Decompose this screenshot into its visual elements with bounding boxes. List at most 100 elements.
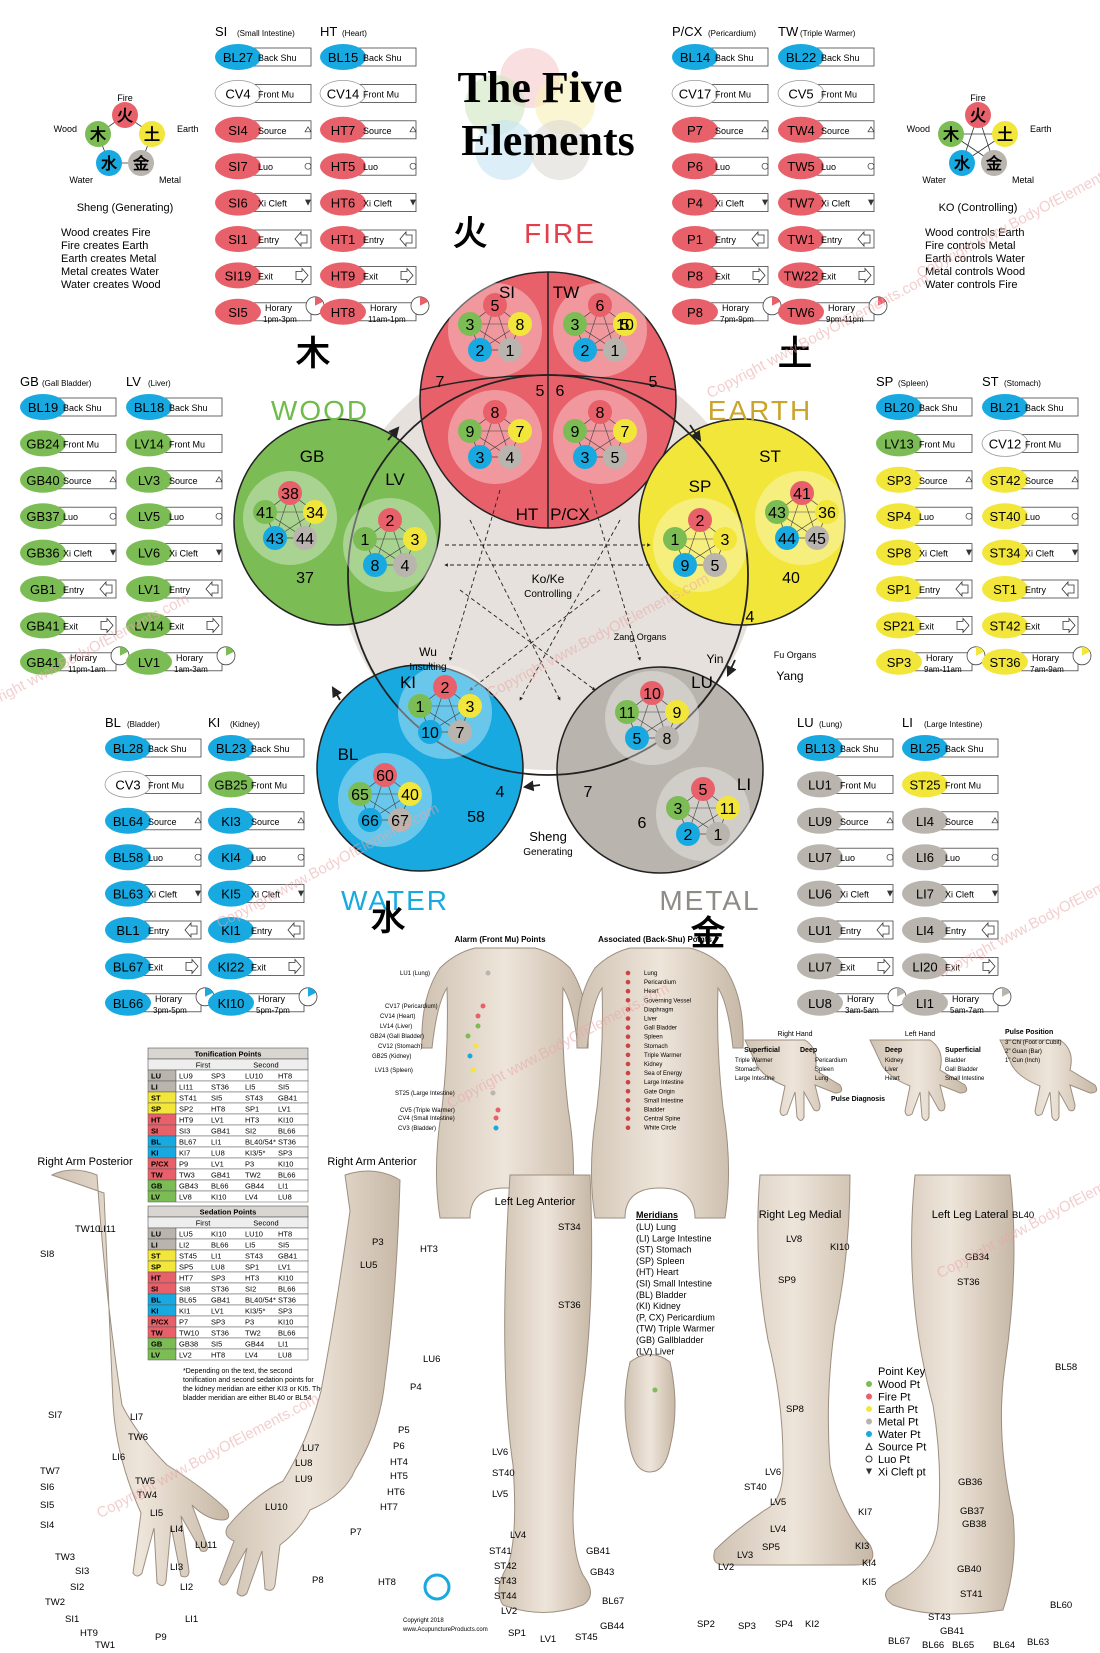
point-badge [208,844,254,871]
shu-point-dot [625,1107,631,1112]
point-code: LV3 [138,473,160,488]
point-badge [126,503,172,530]
table-cell-text: GB41 [278,1252,297,1261]
table-cell-text: ST45 [179,1252,197,1261]
element-name-water: WATER [341,885,449,916]
limb-point-label: P8 [312,1575,324,1586]
table-cell-text: ST41 [179,1094,197,1103]
pentagon-point-dot [765,500,789,524]
point-kind: Xi Cleft [148,890,178,900]
table-row-cell [175,1190,309,1203]
shu-label: Pericardium [644,980,676,986]
point-badge [126,430,172,457]
pentagon-point-number: 36 [818,505,836,522]
limb-point-label: GB41 [940,1626,964,1637]
pentagon-point-dot [588,293,612,317]
table-cell-text: GB44 [245,1340,264,1349]
pentagon-point-dot [588,400,612,424]
point-key-item: Wood Pt [878,1379,920,1391]
shu-point-dot [625,1043,631,1049]
point-kind: Xi Cleft [919,549,949,559]
center-label-sheng2: Generating [523,847,572,858]
element-glyph-wood: 木 [942,125,960,144]
element-circle-wood [233,418,441,626]
point-kind: Front Mu [1025,439,1061,449]
table-cell-text: HT [151,1116,161,1125]
table-cell-text: KI10 [278,1116,293,1125]
table-cell-text: GB43 [179,1182,198,1191]
table-cell-text: LU8 [278,1193,292,1202]
point-code: SP3 [887,655,912,670]
pentagon-point-dot [666,796,690,820]
table-head-bar [147,1058,309,1071]
point-code: SP8 [887,546,912,561]
alarm-label: ST25 (Large Intestine) [395,1091,455,1097]
table-cell-text: HT8 [278,1072,292,1081]
table-cell-text: P/CX [151,1160,169,1169]
meridian-circle-label: ST [759,447,781,466]
point-badge [876,394,922,420]
limb-point-label: LV3 [737,1550,753,1561]
table-cell-text: GB [151,1340,163,1349]
entry-arrow-icon [294,230,308,248]
pentagon-point-number: 10 [643,686,661,703]
table-cell-text: GB41 [211,1171,230,1180]
shu-label: Stomach [644,1044,668,1050]
cycle-number: 7 [584,784,593,801]
table-head: Second [253,1219,278,1228]
point-kind: Exit [363,271,379,281]
point-code: HT6 [331,196,356,211]
meridian-circle-label: P/CX [550,505,590,524]
center-label-sheng: Sheng [529,829,567,844]
luo-circle-icon [761,162,769,170]
right-arm-posterior-silhouette [50,1169,230,1587]
element-label-metal: Metal [159,175,181,185]
point-code: SI5 [228,305,248,320]
point-badge [208,807,254,834]
point-badge [105,844,151,871]
luo-circle-icon [867,162,875,170]
table-cell-text: SP1 [245,1263,259,1272]
alarm-point-dot [485,970,491,976]
limb-point-label: SI6 [40,1482,54,1493]
point-badge [672,226,718,252]
column-header-name: (Stomach) [1004,379,1041,388]
point-badge [320,44,366,70]
point-code: BL20 [884,400,914,415]
point-kind: Back Shu [1025,403,1064,413]
table-cell-text: HT8 [211,1105,225,1114]
point-code: HT8 [331,305,356,320]
point-kind: Exit [840,962,856,972]
pentagon-point-number: 44 [778,531,796,548]
table-cell-text: LU8 [211,1263,225,1272]
limb-point-label: P6 [393,1441,405,1452]
shu-point-dot [625,998,631,1003]
table-cell-text: SP3 [211,1274,225,1283]
title-block: The Five Elements [458,48,635,180]
center-label-wu2: Insulting [409,662,446,673]
pentagon-point-number: 9 [673,705,682,722]
pentagon-point-number: 65 [351,787,369,804]
point-kind: Source [169,476,198,486]
point-code: KI5 [221,887,241,902]
point-badge [671,80,719,107]
point-kind: Entry [169,585,191,595]
table-cell-text: GB41 [211,1296,230,1305]
element-label-fire: Fire [970,93,986,103]
point-badge [778,189,824,216]
element-glyph-metal: 金 [985,154,1003,173]
xi-cleft-icon [216,549,222,556]
point-badge [215,116,261,143]
table-head: First [196,1219,211,1228]
point-kind: Source [821,126,850,136]
limb-point-label: LV5 [492,1489,508,1500]
point-kind: Exit [148,962,164,972]
table-cell-text: LI [151,1241,158,1250]
point-code: BL21 [990,400,1020,415]
table-cell-text: LV1 [278,1105,291,1114]
